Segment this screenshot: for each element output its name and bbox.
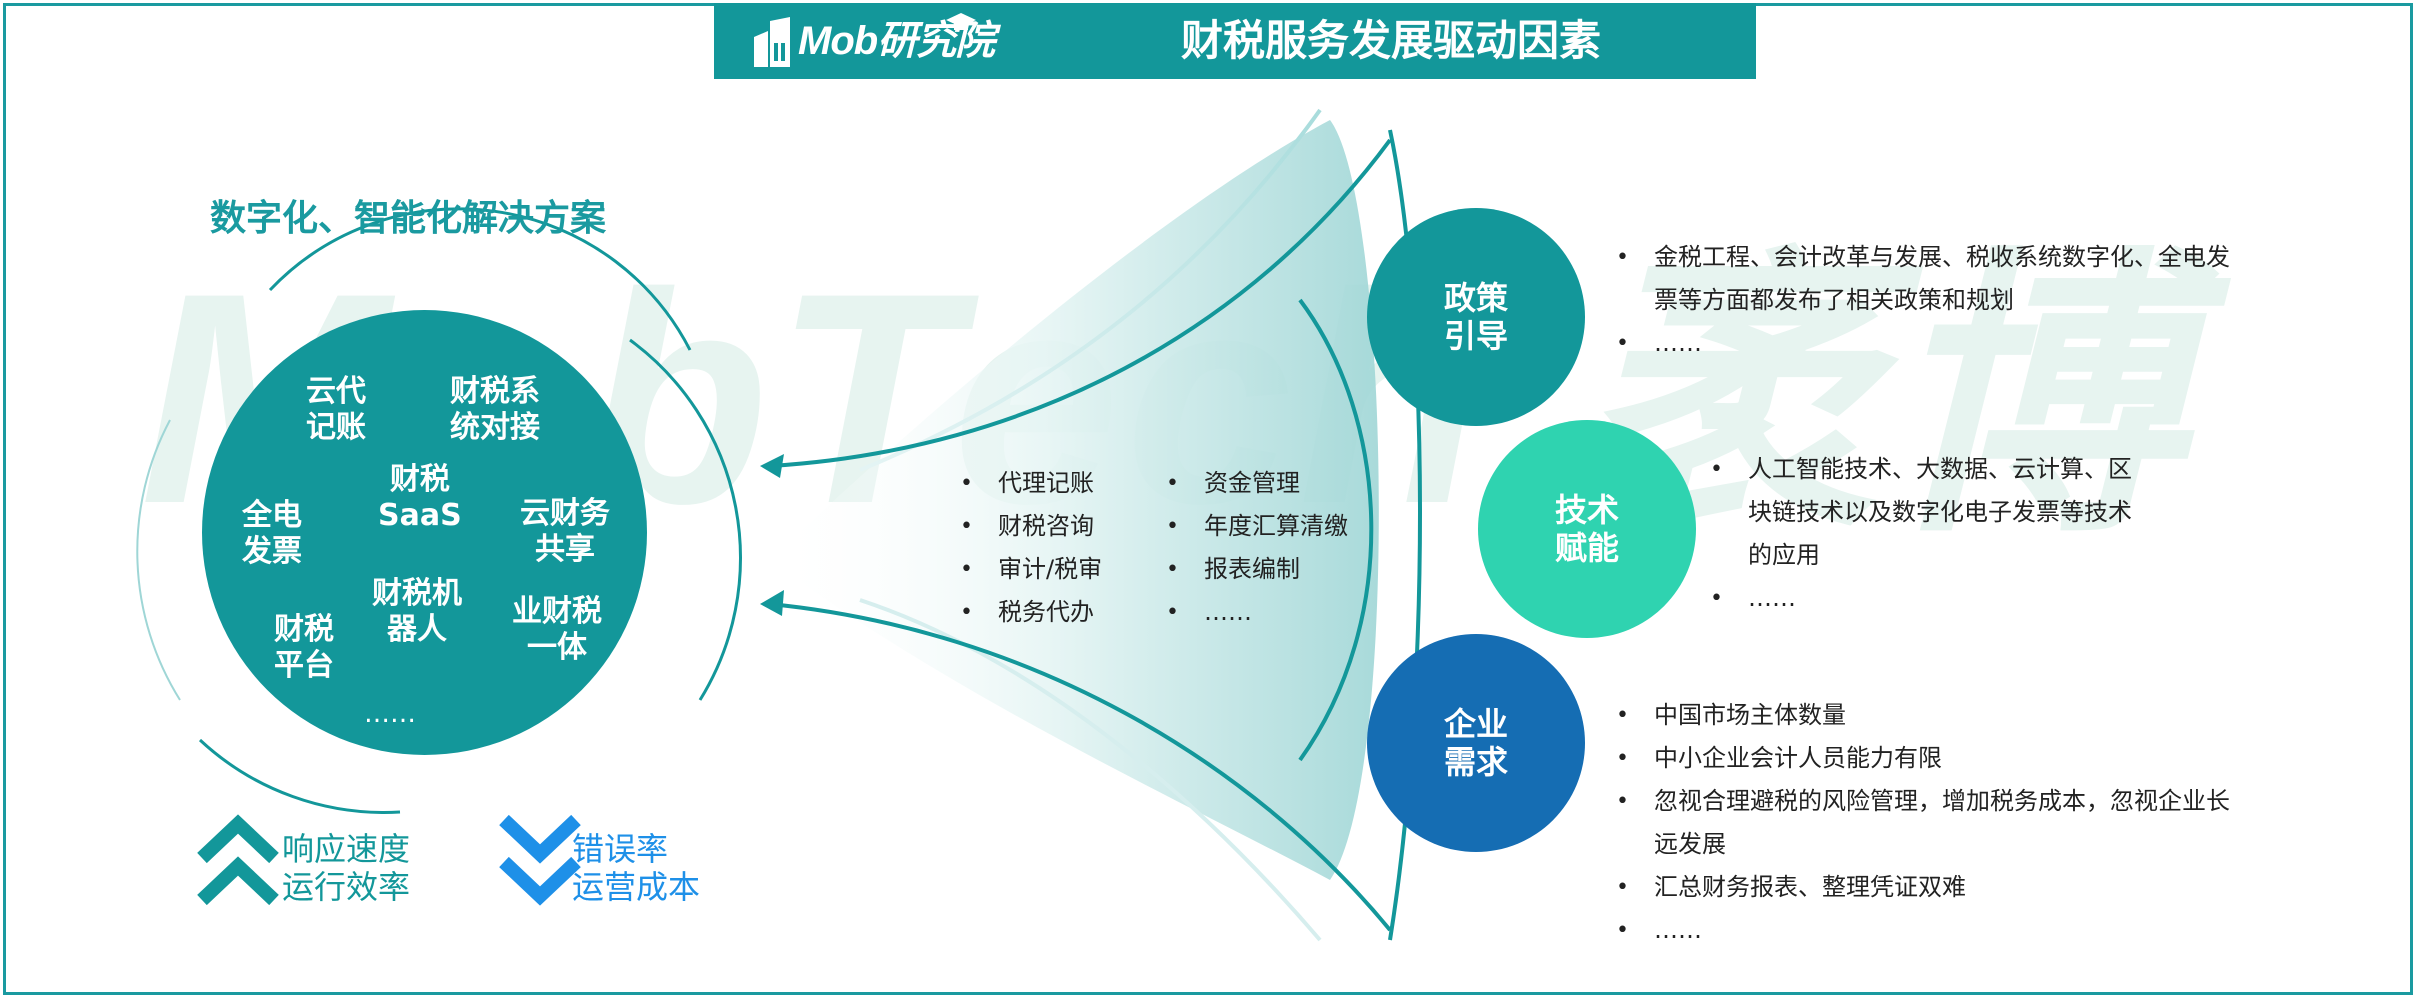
ring-arc-right [629, 338, 742, 701]
demand-bullet: 忽视合理避税的风险管理，增加税务成本，忽视企业长远发展 [1616, 780, 2240, 866]
up-metric-label: 响应速度运行效率 [282, 830, 411, 906]
solution-item: 财税平台 [274, 612, 334, 683]
thin-arc-bottom [859, 598, 1322, 942]
ring-arc-left [136, 419, 181, 701]
arrow-lower-head [760, 590, 784, 616]
page-title: 财税服务发展驱动因素 [1180, 16, 1601, 65]
thin-arc-top [859, 108, 1322, 472]
solution-more: …… [364, 699, 416, 729]
tech-bullets: 人工智能技术、大数据、云计算、区块链技术以及数字化电子发票等技术的应用 …… [1710, 448, 2140, 620]
service-item: 税务代办 [960, 591, 1160, 634]
demand-bullet: 中小企业会计人员能力有限 [1616, 737, 2240, 780]
arrow-upper-head [760, 454, 784, 478]
demand-bullet: 汇总财务报表、整理凭证双难 [1616, 866, 2240, 909]
solution-item: 财税系统对接 [450, 374, 540, 445]
service-item: 财税咨询 [960, 505, 1160, 548]
policy-bullets: 金税工程、会计改革与发展、税收系统数字化、全电发票等方面都发布了相关政策和规划 … [1616, 236, 2240, 365]
policy-bullet: …… [1616, 322, 2240, 365]
double-chevron-down-icon [499, 814, 581, 906]
ring-arc-bottom [198, 738, 401, 814]
graduation-cap-icon [946, 13, 976, 30]
tech-bullet: …… [1710, 577, 2140, 620]
driver-demand-circle: 企业需求 [1367, 634, 1585, 852]
driver-policy-circle: 政策引导 [1367, 208, 1585, 426]
demand-bullet: 中国市场主体数量 [1616, 694, 2240, 737]
service-item: 代理记账 [960, 462, 1160, 505]
double-chevron-up-icon [197, 814, 279, 906]
driver-tech-circle: 技术赋能 [1478, 420, 1696, 638]
solutions-circle [202, 310, 647, 755]
service-item: 资金管理 [1166, 462, 1386, 505]
solution-item: 业财税一体 [512, 594, 602, 665]
solution-item: 云代记账 [306, 374, 366, 445]
service-item: …… [1166, 591, 1386, 634]
arrow-upper [769, 138, 1392, 468]
solutions-title: 数字化、智能化解决方案 [210, 198, 607, 239]
services-list-1: 代理记账 财税咨询 审计/税审 税务代办 [960, 462, 1160, 634]
service-item: 报表编制 [1166, 548, 1386, 591]
down-metric-label: 错误率运营成本 [572, 830, 701, 906]
solution-item: 财税机器人 [372, 576, 462, 647]
policy-bullet: 金税工程、会计改革与发展、税收系统数字化、全电发票等方面都发布了相关政策和规划 [1616, 236, 2240, 322]
header-bar: Mob研究院 财税服务发展驱动因素 [714, 3, 1756, 79]
service-item: 年度汇算清缴 [1166, 505, 1386, 548]
arrow-lower [769, 602, 1392, 932]
building-logo-icon [754, 17, 790, 67]
demand-bullet: …… [1616, 909, 2240, 952]
service-item: 审计/税审 [960, 548, 1160, 591]
services-list-2: 资金管理 年度汇算清缴 报表编制 …… [1166, 462, 1386, 634]
tech-bullet: 人工智能技术、大数据、云计算、区块链技术以及数字化电子发票等技术的应用 [1710, 448, 2140, 577]
demand-bullets: 中国市场主体数量 中小企业会计人员能力有限 忽视合理避税的风险管理，增加税务成本… [1616, 694, 2240, 952]
solution-item: 全电发票 [242, 498, 302, 569]
solution-item: 云财务共享 [520, 496, 610, 567]
ring-arc-top [268, 207, 692, 351]
